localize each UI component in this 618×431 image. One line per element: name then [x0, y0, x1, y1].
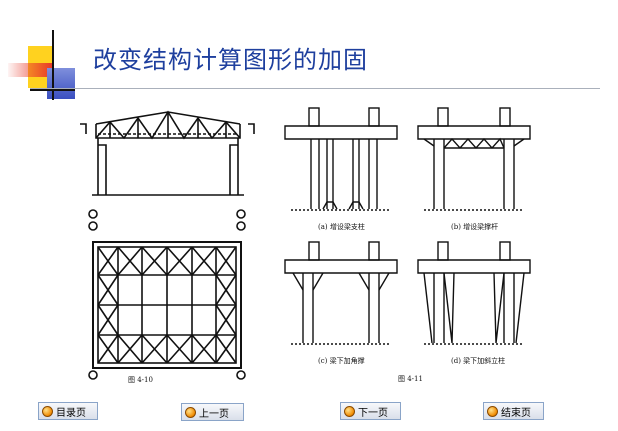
- circle-bullet-icon: [42, 405, 53, 417]
- panel-a-label: (a) 增设梁支柱: [318, 223, 365, 231]
- circle-bullet-icon: [185, 406, 196, 418]
- figure-4-11-panel-c: [284, 241, 398, 345]
- deco-red-block: [8, 63, 52, 77]
- end-page-button-label: 结束页: [501, 407, 531, 419]
- title-underline: [30, 88, 600, 89]
- deco-hline: [30, 89, 75, 91]
- toc-button-label: 目录页: [56, 407, 86, 419]
- figure-4-11-panel-b: [417, 107, 531, 211]
- circle-bullet-icon: [487, 405, 498, 417]
- panel-c-label: (c) 梁下加角撑: [318, 357, 365, 365]
- figure-4-11-panel-d: [417, 241, 531, 345]
- figure-4-10: [80, 110, 255, 380]
- deco-vline: [52, 30, 54, 100]
- figure-4-10-caption: 图 4-10: [128, 376, 153, 384]
- panel-d-label: (d) 梁下加斜立柱: [451, 357, 506, 365]
- figure-4-11-caption: 图 4-11: [398, 375, 423, 383]
- next-page-button[interactable]: 下一页: [340, 402, 401, 420]
- toc-button[interactable]: 目录页: [38, 402, 98, 420]
- panel-b-label: (b) 增设梁撑杆: [451, 223, 499, 231]
- prev-page-button[interactable]: 上一页: [181, 403, 244, 421]
- next-page-button-label: 下一页: [358, 407, 388, 419]
- end-page-button[interactable]: 结束页: [483, 402, 544, 420]
- figure-4-11-panel-a: [284, 107, 398, 211]
- prev-page-button-label: 上一页: [199, 408, 229, 420]
- circle-bullet-icon: [344, 405, 355, 417]
- page-title: 改变结构计算图形的加固: [93, 46, 368, 74]
- deco-blue-block: [47, 68, 75, 99]
